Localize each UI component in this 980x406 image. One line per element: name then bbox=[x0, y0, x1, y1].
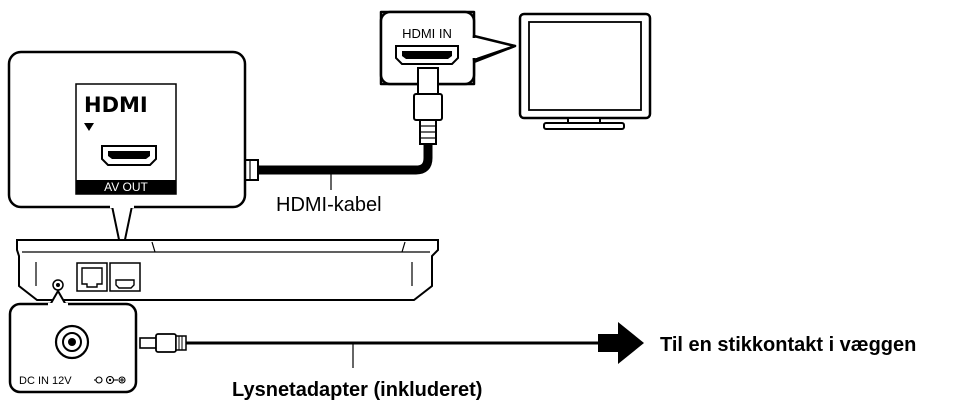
ac-adapter-label: Lysnetadapter (inkluderet) bbox=[232, 379, 482, 401]
wall-outlet-label: Til en stikkontakt i væggen bbox=[660, 334, 916, 356]
hdmi-port-icon bbox=[101, 145, 157, 166]
tv-hdmi-in-callout: HDMI IN bbox=[379, 10, 517, 86]
polarity-symbol-icon bbox=[94, 375, 126, 385]
av-out-label: AV OUT bbox=[104, 180, 148, 194]
dc-in-label: DC IN 12V bbox=[19, 375, 72, 387]
down-triangle-icon bbox=[84, 123, 94, 131]
dc-jack-icon bbox=[54, 324, 90, 360]
lan-port-icon bbox=[76, 262, 108, 292]
blu-ray-player-icon bbox=[16, 239, 439, 301]
arrow-right-icon bbox=[598, 322, 644, 364]
hdmi-logo: HDMI bbox=[84, 93, 148, 117]
tv-screen bbox=[518, 12, 652, 130]
hdmi-port-icon bbox=[109, 262, 141, 292]
dc-in-callout: DC IN 12V bbox=[8, 290, 138, 394]
ac-adapter-cable bbox=[139, 322, 644, 368]
hdmi-cable-label: HDMI-kabel bbox=[276, 194, 382, 216]
hdmi-port-icon bbox=[395, 45, 459, 65]
tv-port-label: HDMI IN bbox=[402, 26, 452, 41]
player-hdmi-callout: HDMI AV OUT bbox=[7, 50, 247, 255]
